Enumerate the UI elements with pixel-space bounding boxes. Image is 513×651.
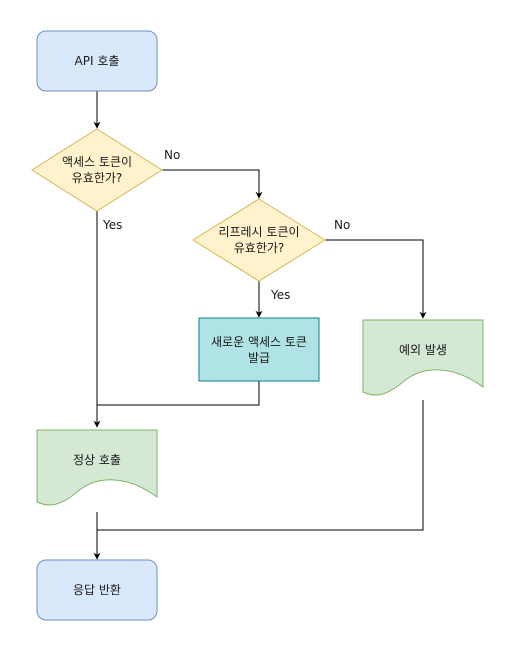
- node-refresh-token-check-shape: [192, 198, 326, 282]
- node-new-token-line2: 발급: [248, 351, 270, 365]
- node-new-token-line1: 새로운 액세스 토큰: [211, 335, 307, 349]
- node-access-token-check-line1: 액세스 토큰이: [62, 155, 132, 169]
- label-access-no: No: [164, 148, 180, 162]
- edge-refresh-no-to-exception: [325, 239, 427, 319]
- node-normal-call-label: 정상 호출: [73, 453, 121, 467]
- node-api-call-label: API 호출: [75, 54, 120, 68]
- edge-newtoken-to-merge: [97, 381, 260, 406]
- node-access-token-check-shape: [31, 128, 163, 212]
- node-exception-shape: [362, 319, 484, 396]
- node-access-token-check-line2: 유효한가?: [72, 171, 123, 185]
- node-refresh-token-check-line2: 유효한가?: [234, 241, 285, 255]
- node-normal-call: 정상 호출: [36, 429, 158, 506]
- edge-exception-to-merge: [97, 400, 424, 531]
- label-refresh-yes: Yes: [270, 288, 290, 302]
- node-response-shape: [36, 559, 158, 621]
- label-refresh-no: No: [334, 218, 350, 232]
- node-refresh-token-check-line1: 리프레시 토큰이: [218, 225, 299, 239]
- node-exception: 예외 발생: [362, 319, 484, 396]
- node-new-token: 새로운 액세스 토큰 발급: [198, 317, 320, 382]
- node-exception-label: 예외 발생: [399, 343, 447, 357]
- node-api-call-shape: [36, 30, 158, 92]
- node-refresh-token-check: 리프레시 토큰이 유효한가?: [192, 198, 326, 282]
- edge-access-no-to-refresh: [162, 169, 263, 199]
- node-response: 응답 반환: [36, 559, 158, 621]
- node-response-label: 응답 반환: [73, 583, 121, 597]
- label-access-yes: Yes: [102, 218, 122, 232]
- node-normal-call-shape: [36, 429, 158, 506]
- node-access-token-check: 액세스 토큰이 유효한가?: [31, 128, 163, 212]
- node-api-call: API 호출: [36, 30, 158, 92]
- node-new-token-shape: [198, 317, 320, 382]
